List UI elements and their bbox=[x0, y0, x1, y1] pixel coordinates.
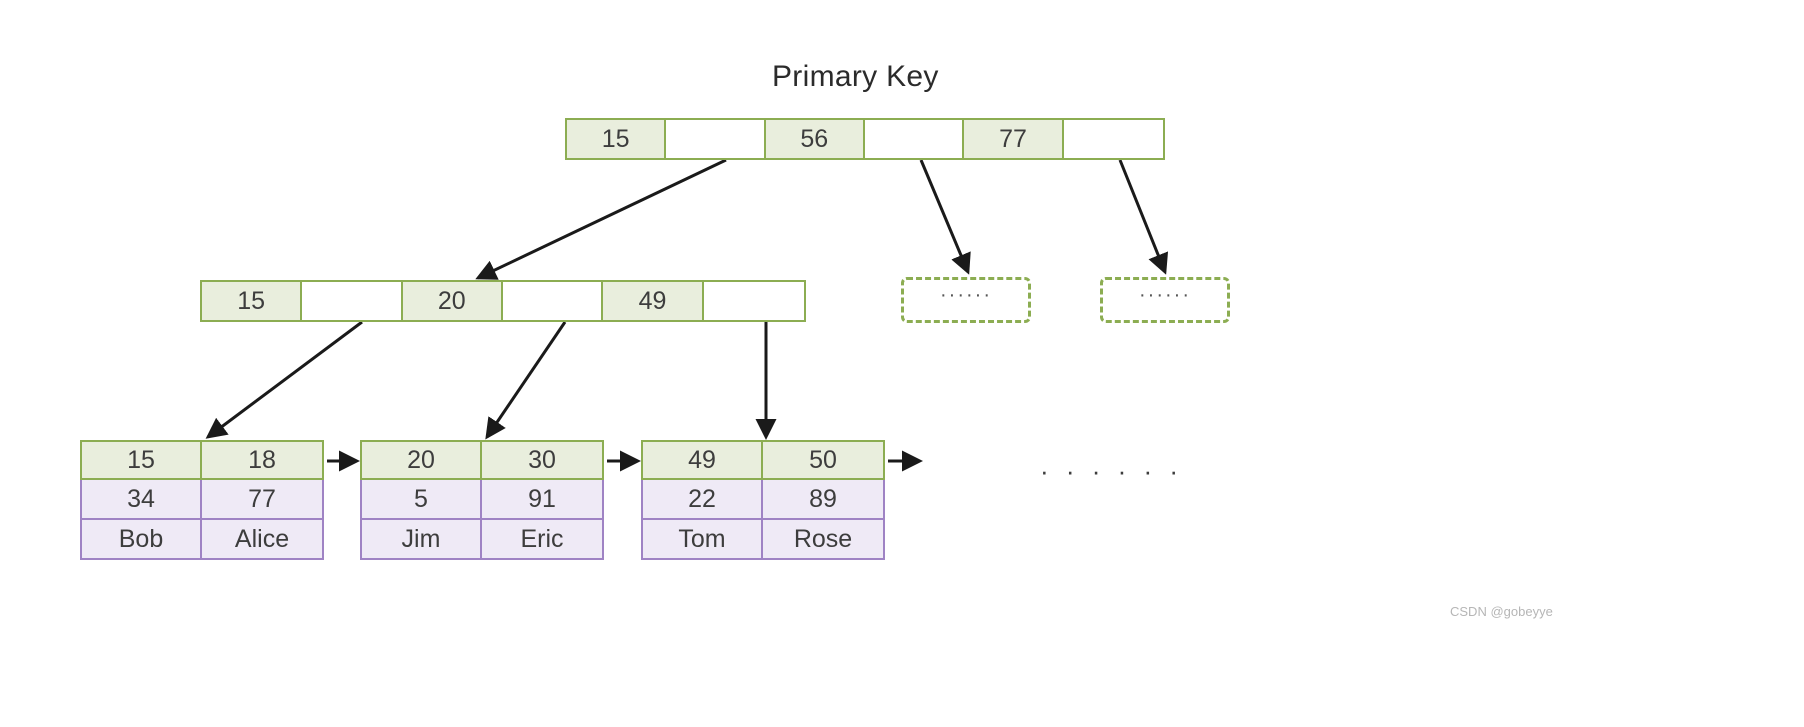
placeholder-node-1-ellipsis: ······ bbox=[940, 283, 992, 306]
internal-index-node-cell-0-key: 15 bbox=[202, 282, 303, 320]
placeholder-node-2: ······ bbox=[1100, 277, 1230, 323]
internal-index-node-cell-1-pointer bbox=[302, 282, 403, 320]
leaf-node-3-value-1: 89 bbox=[763, 480, 883, 518]
leaf-node-2-name-1: Eric bbox=[482, 520, 602, 558]
leaf-node-1-name-1: Alice bbox=[202, 520, 322, 558]
leaf-node-3-key-0: 49 bbox=[643, 442, 763, 478]
leaf-node-2-key-1: 30 bbox=[482, 442, 602, 478]
watermark: CSDN @gobeyye bbox=[1450, 604, 1553, 619]
root-index-node-cell-1-pointer bbox=[666, 120, 766, 158]
internal-index-node: 15 20 49 bbox=[200, 280, 806, 322]
leaf-node-2-value-1: 91 bbox=[482, 480, 602, 518]
root-index-node-cell-4-key: 77 bbox=[964, 120, 1064, 158]
leaf-node-3-name-0: Tom bbox=[643, 520, 763, 558]
leaf-node-1-key-0: 15 bbox=[82, 442, 202, 478]
placeholder-node-1: ······ bbox=[901, 277, 1031, 323]
internal-index-node-cell-5-pointer bbox=[703, 282, 804, 320]
leaf-node-1-value-0: 34 bbox=[82, 480, 202, 518]
leaf-node-1-key-1: 18 bbox=[202, 442, 322, 478]
edge-root-to-placeholder-2 bbox=[1118, 159, 1169, 275]
edge-internal-to-leaf-2 bbox=[485, 321, 567, 440]
root-index-node-cell-2-key: 56 bbox=[765, 120, 865, 158]
root-index-node: 15 56 77 bbox=[565, 118, 1165, 160]
page-title: Primary Key bbox=[772, 60, 939, 93]
internal-index-node-cell-4-key: 49 bbox=[603, 282, 704, 320]
edge-internal-to-leaf-1 bbox=[205, 320, 363, 439]
edge-root-to-internal bbox=[475, 158, 727, 280]
tail-ellipsis: · · · · · · bbox=[1040, 456, 1184, 486]
leaf-node-2-name-0: Jim bbox=[362, 520, 482, 558]
root-index-node-cell-0-key: 15 bbox=[567, 120, 667, 158]
leaf-node-2-value-0: 5 bbox=[362, 480, 482, 518]
leaf-node-1-name-0: Bob bbox=[82, 520, 202, 558]
edge-root-to-placeholder-1 bbox=[919, 159, 971, 275]
root-index-node-cell-3-pointer bbox=[864, 120, 965, 158]
leaf-node-1-value-1: 77 bbox=[202, 480, 322, 518]
placeholder-node-2-ellipsis: ······ bbox=[1139, 283, 1191, 306]
root-index-node-cell-5-pointer bbox=[1063, 120, 1163, 158]
internal-index-node-cell-3-pointer bbox=[502, 282, 604, 320]
leaf-node-3-value-0: 22 bbox=[643, 480, 763, 518]
internal-index-node-cell-2-key: 20 bbox=[402, 282, 503, 320]
leaf-node-3-name-1: Rose bbox=[763, 520, 883, 558]
leaf-node-2-key-0: 20 bbox=[362, 442, 482, 478]
leaf-node-3-key-1: 50 bbox=[763, 442, 883, 478]
